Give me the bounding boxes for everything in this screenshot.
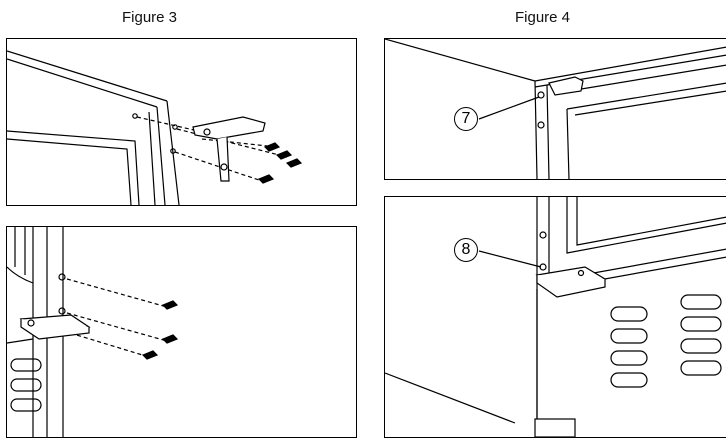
figure-4-top-panel: 7 xyxy=(384,38,726,180)
figure-3-bottom-illustration xyxy=(7,227,179,437)
callout-8: 8 xyxy=(454,238,478,262)
callout-7: 7 xyxy=(454,107,478,131)
figure-3-title: Figure 3 xyxy=(122,9,178,26)
figure-3-bottom-panel xyxy=(6,226,357,438)
figure-4-title: Figure 4 xyxy=(515,9,571,26)
figure-4-bottom-panel: 8 xyxy=(384,196,726,438)
figure-3-top-illustration xyxy=(7,50,303,205)
figure-3-top-panel xyxy=(6,38,357,206)
figure-4-bottom-illustration xyxy=(385,197,726,437)
figure-4-top-illustration xyxy=(385,39,726,179)
